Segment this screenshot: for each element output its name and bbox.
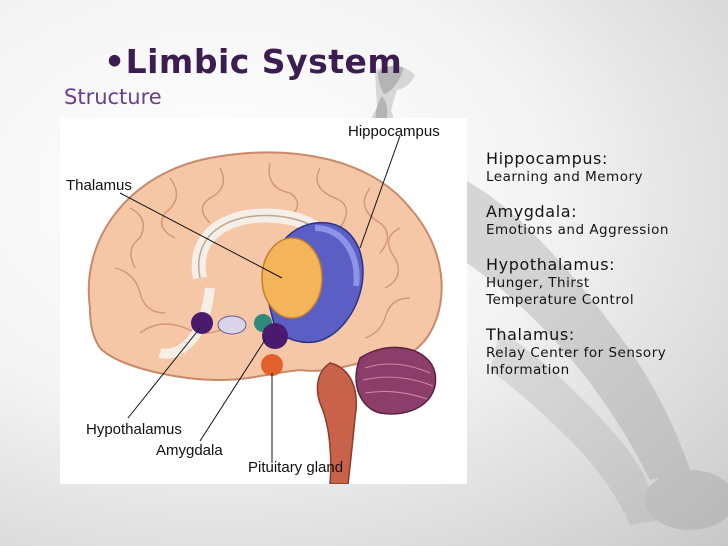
info-title: Thalamus: xyxy=(486,325,575,344)
info-title: Hippocampus: xyxy=(486,149,608,168)
info-item-hypothalamus: Hypothalamus: Hunger, Thirst Temperature… xyxy=(486,255,721,309)
label-hippocampus: Hippocampus xyxy=(348,123,440,140)
slide-title: •Limbic System xyxy=(104,42,403,81)
info-desc: Hunger, Thirst Temperature Control xyxy=(486,275,635,308)
info-item-amygdala: Amygdala: Emotions and Aggression xyxy=(486,202,721,239)
info-item-thalamus: Thalamus: Relay Center for Sensory Infor… xyxy=(486,325,721,379)
info-desc: Relay Center for Sensory Information xyxy=(486,345,667,378)
label-hypothalamus: Hypothalamus xyxy=(86,421,182,438)
structure-info-list: Hippocampus: Learning and Memory Amygdal… xyxy=(486,149,721,395)
info-title: Amygdala: xyxy=(486,202,578,221)
info-item-hippocampus: Hippocampus: Learning and Memory xyxy=(486,149,721,186)
hypothalamus-shape xyxy=(191,312,213,334)
label-amygdala: Amygdala xyxy=(156,442,223,459)
brain-illustration xyxy=(87,135,443,485)
info-desc: Learning and Memory xyxy=(486,169,643,185)
info-title: Hypothalamus: xyxy=(486,255,616,274)
label-pituitary-gland: Pituitary gland xyxy=(248,459,344,476)
slide-subtitle: Structure xyxy=(64,85,162,109)
label-thalamus: Thalamus xyxy=(66,177,132,194)
cerebellum-shape xyxy=(355,346,437,415)
amygdala-shape xyxy=(262,323,288,349)
info-desc: Emotions and Aggression xyxy=(486,222,669,238)
limbic-system-diagram: Hippocampus Thalamus Hypothalamus Amygda… xyxy=(60,118,467,485)
pituitary-shape xyxy=(261,354,283,376)
thalamus-shape xyxy=(261,237,323,319)
